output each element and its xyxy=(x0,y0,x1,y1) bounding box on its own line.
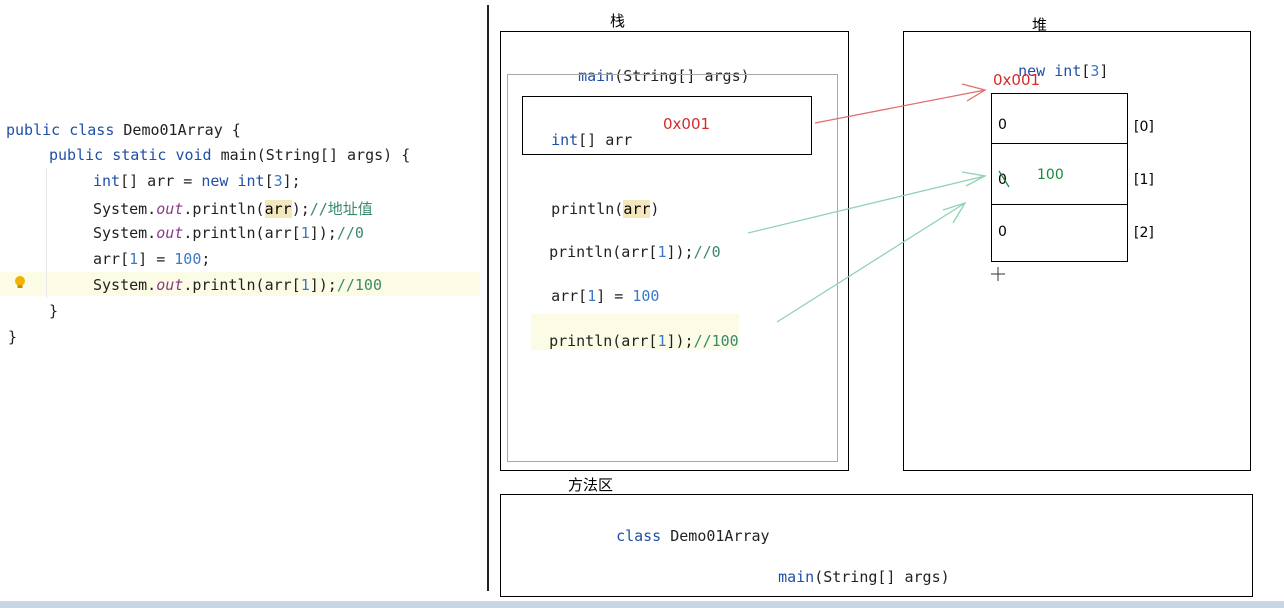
code-line: public static void main(String[] args) { xyxy=(49,146,410,164)
bottom-bar xyxy=(0,601,1284,608)
code-token: .println(arr[ xyxy=(183,224,301,242)
code-token: out xyxy=(156,276,184,294)
code-token: ]; xyxy=(282,172,301,190)
code-line: int[] arr = new int[3]; xyxy=(93,172,301,190)
arrow-green-read-0 xyxy=(747,171,987,234)
frame-params: (String[] args) xyxy=(614,67,750,85)
code-line: System.out.println(arr);//地址值 xyxy=(93,198,373,219)
code-token: public xyxy=(49,146,113,164)
code-token: public xyxy=(6,121,70,139)
code-token: System. xyxy=(93,276,157,294)
cell-1-strike xyxy=(996,167,1012,191)
code-token: } xyxy=(49,302,59,320)
lightbulb-icon[interactable] xyxy=(14,275,26,291)
code-line: public class Demo01Array { xyxy=(6,121,241,139)
cell-2-value: 0 xyxy=(998,224,1007,240)
code-token: ); xyxy=(291,200,310,218)
stack-title: 栈 xyxy=(610,12,626,30)
code-token: class xyxy=(69,121,124,139)
index-label-1: [1] xyxy=(1134,172,1154,188)
code-token: 100 xyxy=(174,250,202,268)
code-token: //0 xyxy=(336,224,364,242)
arr-address: 0x001 xyxy=(663,115,711,133)
code-token: .println( xyxy=(183,200,265,218)
code-token: ] = xyxy=(138,250,175,268)
code-token: int xyxy=(93,172,121,190)
indent-guide xyxy=(46,168,47,298)
arrow-red-reference xyxy=(814,83,987,124)
code-token: [] arr = xyxy=(120,172,202,190)
code-token: new xyxy=(201,172,238,190)
stack-box xyxy=(500,31,849,471)
code-line: } xyxy=(49,302,58,320)
arr-variable-box xyxy=(522,96,812,155)
heap-address: 0x001 xyxy=(993,71,1041,89)
code-token: 1 xyxy=(300,276,310,294)
stack-frame-label: main(String[] args) xyxy=(560,49,750,85)
code-token: void xyxy=(175,146,221,164)
cell-1-new-value: 100 xyxy=(1037,167,1064,183)
heap-new-expr: new int[3] xyxy=(1018,62,1109,80)
code-token: Demo01Array { xyxy=(123,121,241,139)
code-token: 1 xyxy=(129,250,139,268)
method-area-box xyxy=(500,494,1253,597)
current-line-highlight xyxy=(0,272,480,296)
method-area-title: 方法区 xyxy=(568,476,614,494)
code-token: ; xyxy=(201,250,211,268)
cell-1-value: 0 xyxy=(998,172,1007,188)
code-token: arr xyxy=(264,200,292,218)
main-frame xyxy=(507,74,838,462)
code-token: System. xyxy=(93,200,157,218)
stmt-println-arr: println(arr) xyxy=(551,200,660,218)
heap-title: 堆 xyxy=(1032,16,1048,34)
code-token: System. xyxy=(93,224,157,242)
code-token: //地址值 xyxy=(309,200,373,218)
heap-box xyxy=(903,31,1251,471)
code-line: arr[1] = 100; xyxy=(93,250,210,268)
code-line: System.out.println(arr[1]);//100 xyxy=(93,276,382,294)
move-cursor-icon xyxy=(991,266,1005,281)
code-editor: public class Demo01Array { public static … xyxy=(0,0,486,608)
arrow-green-read-100 xyxy=(776,201,967,323)
code-line: } xyxy=(8,328,17,346)
divider xyxy=(487,5,489,591)
code-token: } xyxy=(8,328,18,346)
code-token: main(String[] args) { xyxy=(220,146,411,164)
cell-0-value: 0 xyxy=(998,117,1007,133)
code-token: ]); xyxy=(309,224,337,242)
index-label-2: [2] xyxy=(1134,225,1154,241)
code-token: static xyxy=(112,146,176,164)
var-type: int xyxy=(551,131,579,149)
code-token: //100 xyxy=(336,276,382,294)
code-token: 1 xyxy=(300,224,310,242)
stmt-println-arr1-a: println(arr[1]);//0 xyxy=(549,243,721,261)
method-area-class: class Demo01Array xyxy=(616,527,770,545)
frame-method: main xyxy=(578,67,615,85)
method-area-main: main(String[] args) xyxy=(778,568,950,586)
code-token: int xyxy=(237,172,265,190)
code-token: out xyxy=(156,200,184,218)
code-token: arr[ xyxy=(93,250,130,268)
code-token: [ xyxy=(264,172,274,190)
code-line: System.out.println(arr[1]);//0 xyxy=(93,224,364,242)
code-token: ]); xyxy=(309,276,337,294)
code-token: out xyxy=(156,224,184,242)
index-label-0: [0] xyxy=(1134,119,1154,135)
stmt-println-arr1-b: println(arr[1]);//100 xyxy=(531,314,739,350)
code-token: .println(arr[ xyxy=(183,276,301,294)
stmt-assign: arr[1] = 100 xyxy=(551,287,660,305)
var-name: [] arr xyxy=(578,131,633,149)
code-token: 3 xyxy=(273,172,283,190)
array-cell-2 xyxy=(991,204,1128,262)
arr-variable: int[] arr xyxy=(533,113,632,149)
